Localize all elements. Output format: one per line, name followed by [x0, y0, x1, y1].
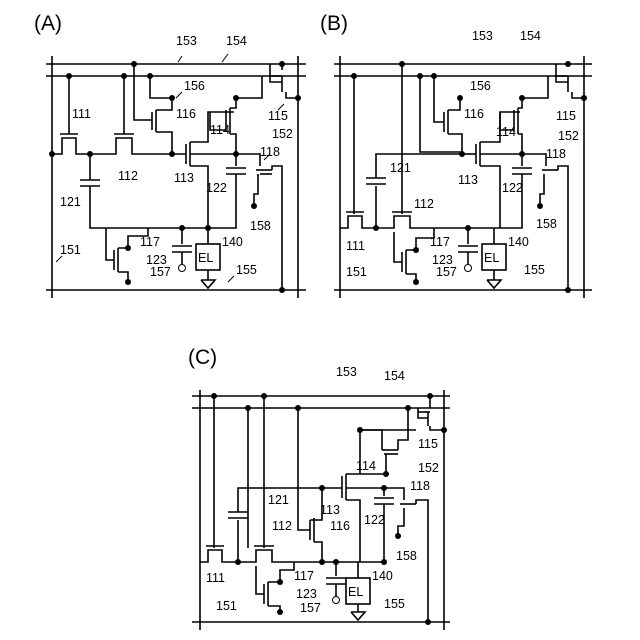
label-154-b: 154 — [520, 29, 541, 43]
label-116-a: 116 — [176, 107, 196, 121]
label-122-a: 122 — [206, 181, 227, 195]
label-117-a: 117 — [140, 235, 160, 249]
label-158-a: 158 — [250, 219, 271, 233]
label-111-a: 111 — [72, 107, 91, 121]
label-115-c: 115 — [418, 437, 438, 451]
label-140-c: 140 — [372, 569, 393, 583]
label-155-b: 155 — [524, 263, 545, 277]
label-154-a: 154 — [226, 34, 247, 48]
label-153-b: 153 — [472, 29, 493, 43]
label-152-a: 152 — [272, 127, 293, 141]
label-113-b: 113 — [458, 173, 478, 187]
label-154-c: 154 — [384, 369, 405, 383]
label-118-c: 118 — [410, 479, 430, 493]
label-114-c: 114 — [356, 459, 376, 473]
label-112-c: 112 — [272, 519, 292, 533]
label-121-b: 121 — [390, 161, 411, 175]
panel-a: (A) — [34, 12, 306, 298]
label-153-a: 153 — [176, 34, 197, 48]
label-156-b: 156 — [470, 79, 491, 93]
label-151-c: 151 — [216, 599, 237, 613]
label-155-c: 155 — [384, 597, 405, 611]
label-157-a: 157 — [150, 265, 171, 279]
label-111-c: 111 — [206, 571, 225, 585]
label-114-a: 114 — [210, 123, 230, 137]
label-140-a: 140 — [222, 235, 243, 249]
label-155-a: 155 — [236, 263, 257, 277]
el-label-c: EL — [348, 585, 363, 599]
label-151-a: 151 — [60, 243, 81, 257]
label-112-a: 112 — [118, 169, 138, 183]
el-label-b: EL — [484, 251, 499, 265]
label-112-b: 112 — [414, 197, 434, 211]
label-151-b: 151 — [346, 265, 367, 279]
label-157-c: 157 — [300, 601, 321, 615]
label-114-b: 114 — [496, 125, 516, 139]
label-158-b: 158 — [536, 217, 557, 231]
label-140-b: 140 — [508, 235, 529, 249]
label-121-a: 121 — [60, 195, 81, 209]
label-156-a: 156 — [184, 79, 205, 93]
label-152-c: 152 — [418, 461, 439, 475]
label-115-a: 115 — [268, 109, 288, 123]
label-113-a: 113 — [174, 171, 194, 185]
label-157-b: 157 — [436, 265, 457, 279]
label-116-c: 116 — [330, 519, 350, 533]
label-152-b: 152 — [558, 129, 579, 143]
panel-a-title: (A) — [34, 12, 62, 35]
label-117-b: 117 — [430, 235, 450, 249]
panel-b-title: (B) — [320, 12, 348, 35]
label-113-c: 113 — [320, 503, 340, 517]
panel-c: (C) — [188, 346, 450, 630]
label-158-c: 158 — [396, 549, 417, 563]
label-123-c: 123 — [296, 587, 317, 601]
label-118-b: 118 — [546, 147, 566, 161]
label-122-b: 122 — [502, 181, 523, 195]
label-122-c: 122 — [364, 513, 385, 527]
label-115-b: 115 — [556, 109, 576, 123]
label-116-b: 116 — [464, 107, 484, 121]
label-118-a: 118 — [260, 145, 280, 159]
el-label-a: EL — [198, 251, 213, 265]
label-111-b: 111 — [346, 239, 365, 253]
label-121-c: 121 — [268, 493, 289, 507]
panel-c-title: (C) — [188, 346, 217, 369]
label-117-c: 117 — [294, 569, 314, 583]
panel-b: (B) — [320, 12, 592, 298]
label-153-c: 153 — [336, 365, 357, 379]
